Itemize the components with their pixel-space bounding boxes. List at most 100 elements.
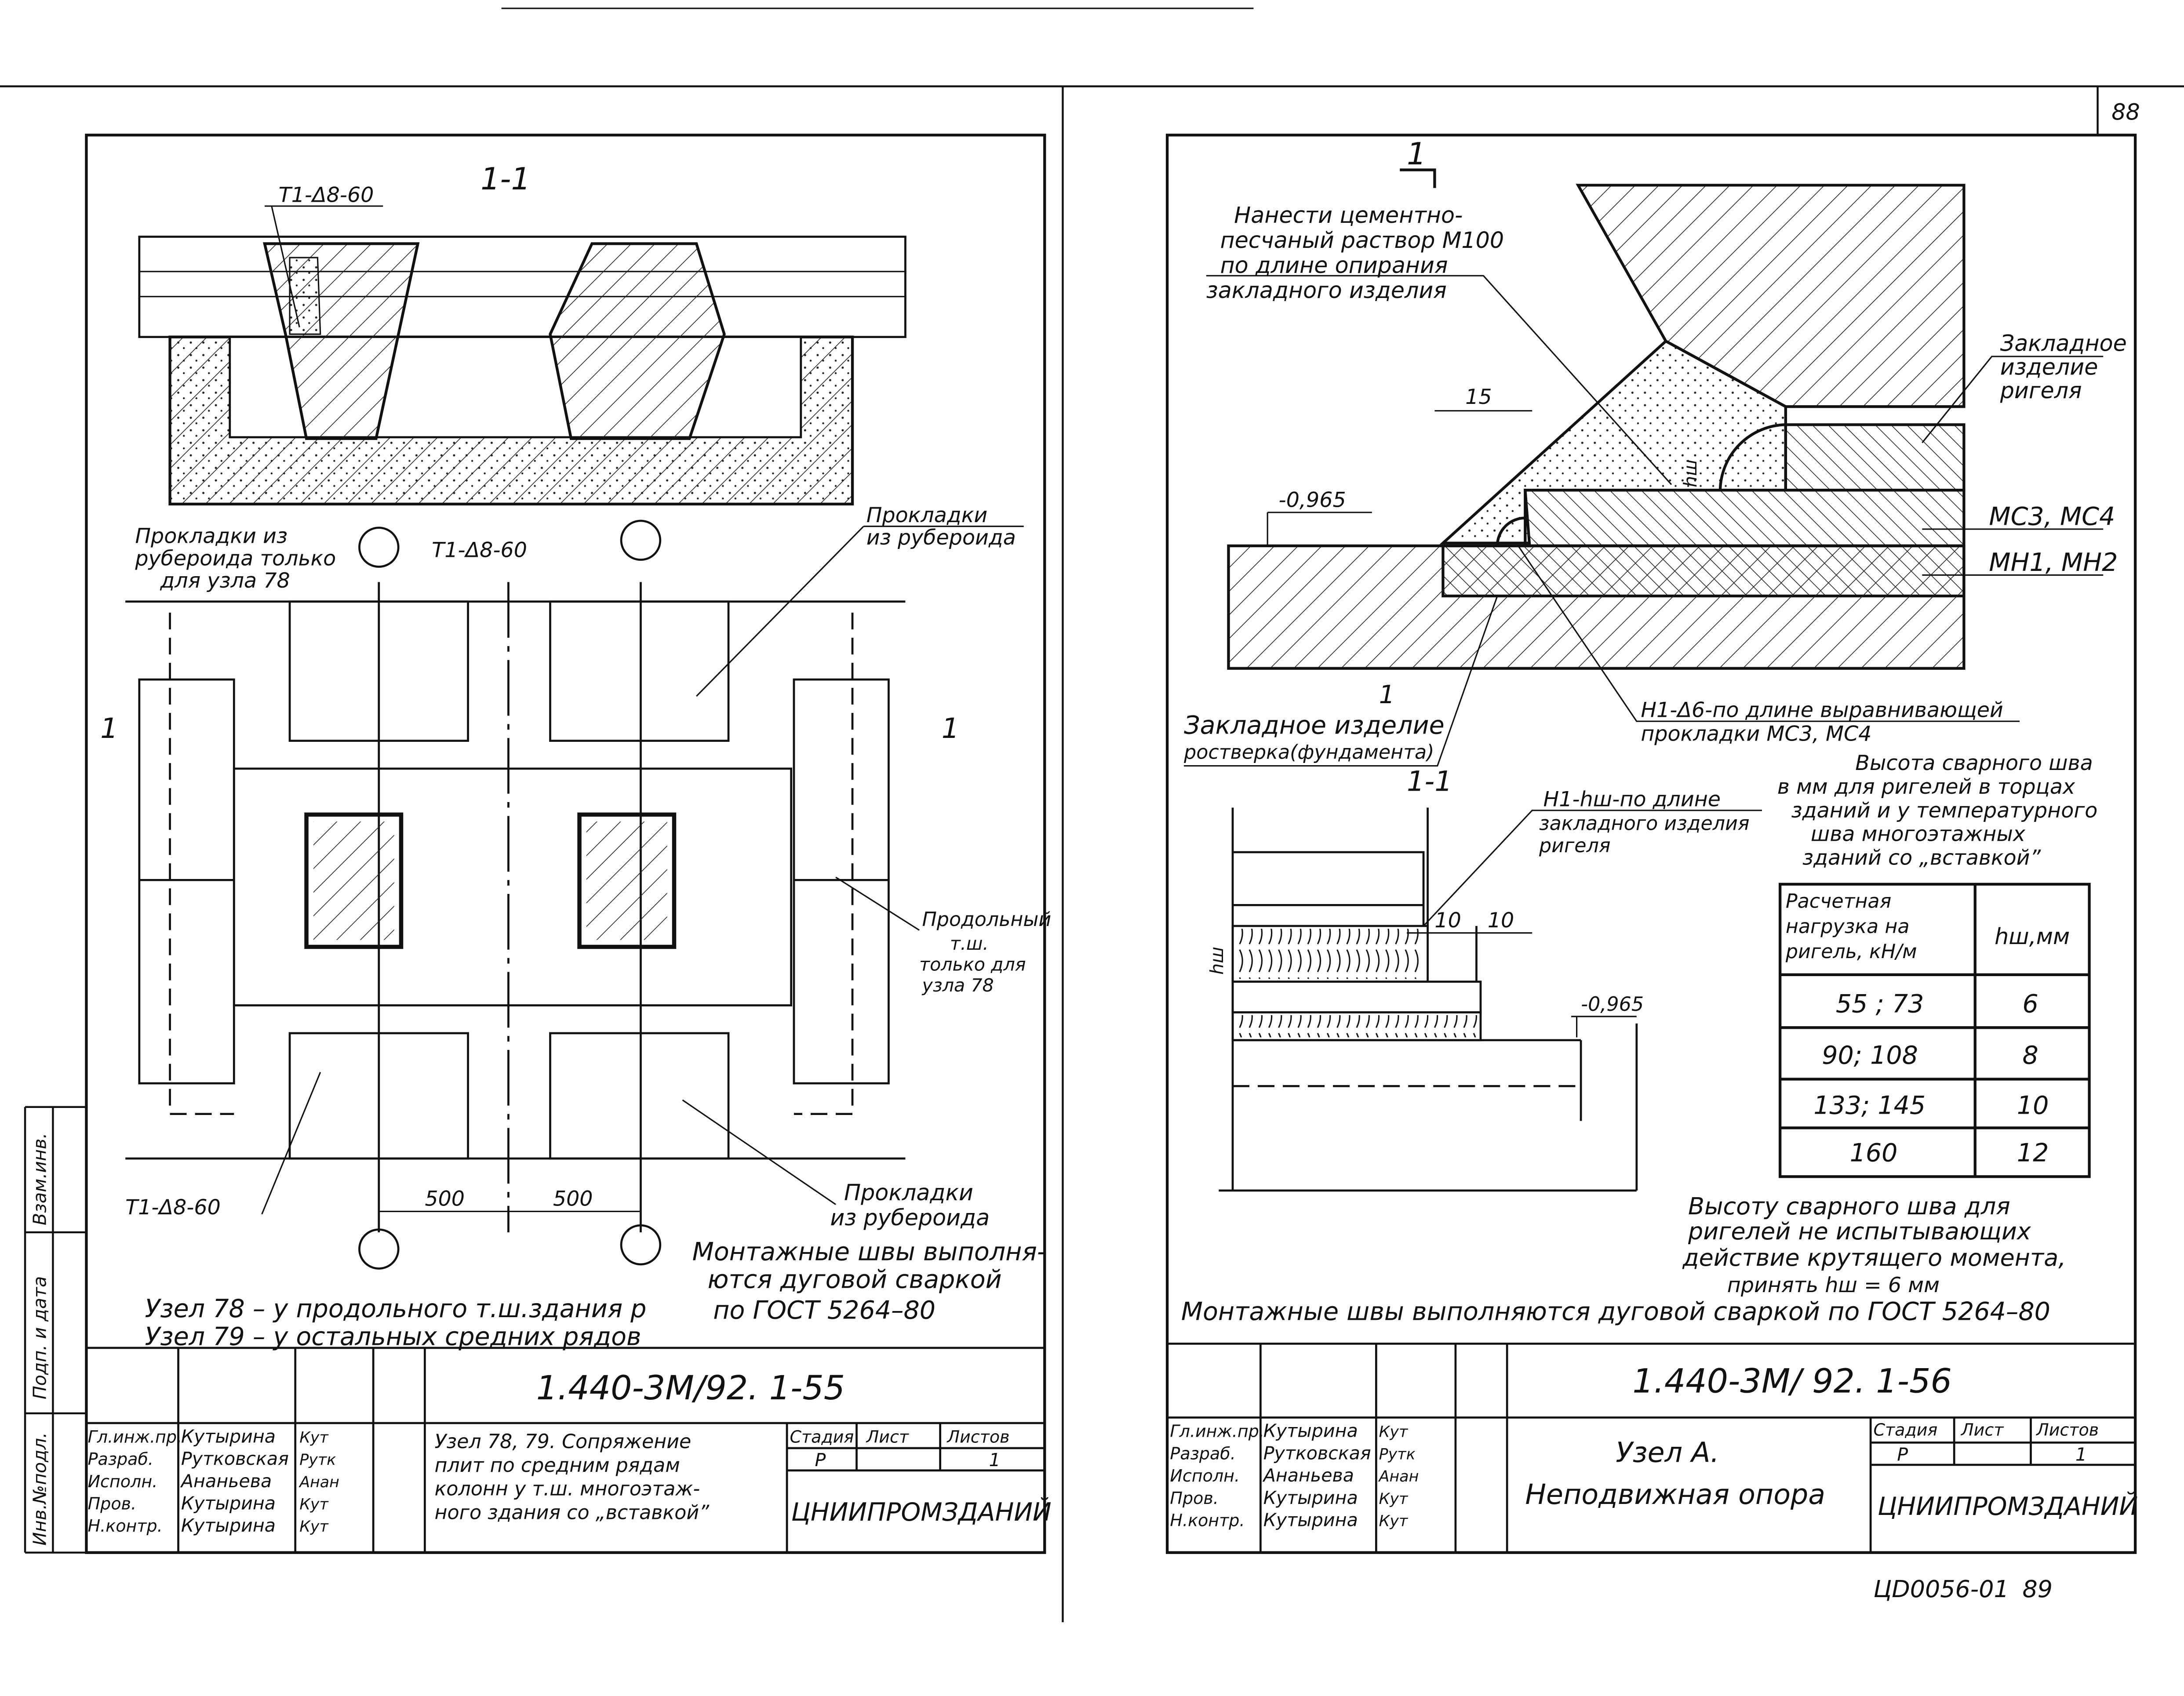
svg-text:Кутырина: Кутырина (181, 1426, 276, 1447)
right-section-label: 1-1 (1407, 765, 1452, 798)
left-org-name: ЦНИИПРОМЗДАНИЙ (791, 1497, 1052, 1527)
svg-text:Н.контр.: Н.контр. (88, 1516, 163, 1536)
right-cut-mark: 1 (1379, 680, 1395, 709)
svg-text:Разраб.: Разраб. (1170, 1444, 1235, 1463)
svg-text:колонн у т.ш. многоэтаж-: колонн у т.ш. многоэтаж- (435, 1478, 700, 1500)
weld-height-note: Высота сварного шва в мм для ригелей в т… (1777, 751, 2098, 870)
svg-text:песчаный раствор М100: песчаный раствор М100 (1220, 227, 1504, 253)
svg-text:Кутырина: Кутырина (1263, 1509, 1358, 1530)
note-pads-bottom: Прокладки из рубероида (682, 1099, 990, 1231)
svg-text:133; 145: 133; 145 (1813, 1091, 1926, 1120)
svg-text:Н1-Δ6-по длине выравнивающей: Н1-Δ6-по длине выравнивающей (1641, 698, 2003, 723)
table-rows: 55 ; 73 6 90; 108 8 133; 145 10 160 12 (1813, 989, 2049, 1167)
svg-text:ригелей не испытывающих: ригелей не испытывающих (1688, 1217, 2031, 1245)
left-weld-callout-top: Т1-Δ8-60 (279, 183, 374, 207)
axis-bubble (358, 1228, 400, 1270)
svg-text:10: 10 (1488, 908, 1514, 933)
svg-text:из рубероида: из рубероида (866, 526, 1016, 550)
svg-text:10: 10 (2017, 1091, 2049, 1120)
svg-text:Разраб.: Разраб. (88, 1449, 153, 1469)
svg-text:8: 8 (2022, 1041, 2038, 1070)
svg-text:ются дуговой сваркой: ются дуговой сваркой (708, 1265, 1002, 1294)
svg-text:Высоту сварного шва для: Высоту сварного шва для (1688, 1192, 2010, 1220)
svg-text:Рутк: Рутк (299, 1451, 336, 1469)
left-montage-note: Монтажные швы выполня- ются дуговой свар… (692, 1237, 1046, 1325)
svg-text:Кутырина: Кутырина (1263, 1420, 1358, 1442)
dim-hw: hш (1680, 459, 1701, 487)
stamp-replacement: Взам.инв. (29, 1133, 51, 1226)
svg-text:Прокладки из: Прокладки из (135, 524, 288, 548)
svg-text:для узла 78: для узла 78 (160, 569, 290, 593)
svg-text:по ГОСТ 5264–80: по ГОСТ 5264–80 (713, 1296, 935, 1325)
cut-mark-left: 1 (100, 712, 118, 744)
axis-bubble (620, 519, 662, 561)
svg-text:т.ш.: т.ш. (950, 933, 989, 954)
left-title-text: Узел 78, 79. Сопряжение плит по средним … (435, 1431, 710, 1524)
stamp-signature-date: Подп. и дата (29, 1276, 51, 1399)
table-header-hw: hш,мм (1995, 923, 2070, 949)
svg-text:шва многоэтажных: шва многоэтажных (1811, 822, 2026, 846)
svg-text:Кут: Кут (1379, 1490, 1409, 1508)
svg-text:Исполн.: Исполн. (88, 1472, 158, 1491)
svg-text:Кут: Кут (1379, 1424, 1409, 1441)
right-title-line2: Неподвижная опора (1525, 1478, 1825, 1511)
svg-text:из рубероида: из рубероида (830, 1205, 990, 1231)
note-pads-right: Прокладки из рубероида (696, 503, 1024, 697)
column-section (313, 821, 394, 940)
svg-text:Кут: Кут (299, 1496, 329, 1513)
right-section-view (1219, 807, 1638, 1192)
cut-mark-right: 1 (942, 712, 959, 744)
svg-text:по длине опирания: по длине опирания (1220, 252, 1448, 278)
svg-text:Кутырина: Кутырина (181, 1515, 276, 1536)
svg-text:Лист: Лист (866, 1427, 910, 1446)
svg-text:Кут: Кут (299, 1429, 329, 1446)
svg-text:в мм для ригелей в торцах: в мм для ригелей в торцах (1777, 775, 2075, 799)
note-mortar: Нанести цементно- песчаный раствор М100 … (1206, 202, 1672, 485)
frame-lines (0, 7, 2184, 1623)
svg-text:Прокладки: Прокладки (844, 1180, 973, 1206)
svg-text:Узел 78, 79. Сопряжение: Узел 78, 79. Сопряжение (435, 1431, 692, 1453)
svg-text:рубероида только: рубероида только (135, 546, 336, 570)
svg-text:Прокладки: Прокладки (866, 503, 988, 527)
svg-text:1: 1 (2075, 1444, 2087, 1465)
svg-text:Анан: Анан (298, 1474, 339, 1491)
right-org-name: ЦНИИПРОМЗДАНИЙ (1878, 1491, 2138, 1521)
svg-text:ного здания со „вставкой”: ного здания со „вставкой” (435, 1502, 710, 1524)
svg-text:1: 1 (989, 1449, 1001, 1471)
svg-text:Рутк: Рутк (1379, 1445, 1416, 1463)
column-section (586, 821, 667, 940)
weld-note-2: Н1-hш-по длине закладного изделия ригеля (1423, 787, 1762, 927)
level-top: -0,965 (1279, 488, 1346, 512)
note-embed-beam: Закладное изделие ригеля (1922, 330, 2127, 443)
right-title-roles: Гл.инж.пр. Разраб. Исполн. Пров. Н.контр… (1170, 1420, 1419, 1531)
svg-text:Р: Р (1897, 1444, 1908, 1465)
svg-text:Исполн.: Исполн. (1170, 1466, 1240, 1485)
svg-text:Кут: Кут (299, 1518, 329, 1536)
svg-text:Рутковская: Рутковская (181, 1448, 289, 1469)
svg-text:принять hш = 6 мм: принять hш = 6 мм (1727, 1273, 1940, 1297)
left-weld-callout-mid: Т1-Δ8-60 (432, 538, 527, 562)
sheet-number-top: 88 (2111, 99, 2140, 125)
dim-hw-section: hш (1206, 947, 1227, 975)
right-montage-note: Монтажные швы выполняются дуговой сварко… (1181, 1297, 2050, 1326)
svg-text:Закладное: Закладное (2000, 330, 2127, 356)
svg-text:Рутковская: Рутковская (1263, 1442, 1371, 1464)
svg-text:160: 160 (1850, 1138, 1898, 1167)
svg-text:12: 12 (2017, 1138, 2049, 1167)
svg-text:500: 500 (553, 1187, 593, 1211)
svg-text:ригеля: ригеля (1539, 835, 1611, 857)
left-title-roles: Гл.инж.пр. Разраб. Исполн. Пров. Н.контр… (88, 1426, 339, 1536)
svg-text:Узел 79 – у остальных средних: Узел 79 – у остальных средних рядов (145, 1322, 641, 1351)
svg-text:действие крутящего момента,: действие крутящего момента, (1682, 1244, 2066, 1271)
svg-text:500: 500 (425, 1187, 465, 1211)
svg-text:10: 10 (1434, 908, 1461, 933)
note-embed-foundation: Закладное изделие ростверка(фундамента) (1183, 596, 1498, 767)
svg-text:Ананьева: Ананьева (180, 1471, 272, 1492)
svg-text:зданий со „вставкой”: зданий со „вставкой” (1802, 846, 2041, 870)
svg-text:прокладки МС3, МС4: прокладки МС3, МС4 (1641, 722, 1871, 746)
svg-text:Продольный: Продольный (922, 908, 1051, 931)
right-drawing-code: 1.440-3М/ 92. 1-56 (1632, 1361, 1952, 1400)
svg-text:Нанести цементно-: Нанести цементно- (1234, 202, 1463, 228)
svg-text:закладного изделия: закладного изделия (1206, 277, 1447, 303)
